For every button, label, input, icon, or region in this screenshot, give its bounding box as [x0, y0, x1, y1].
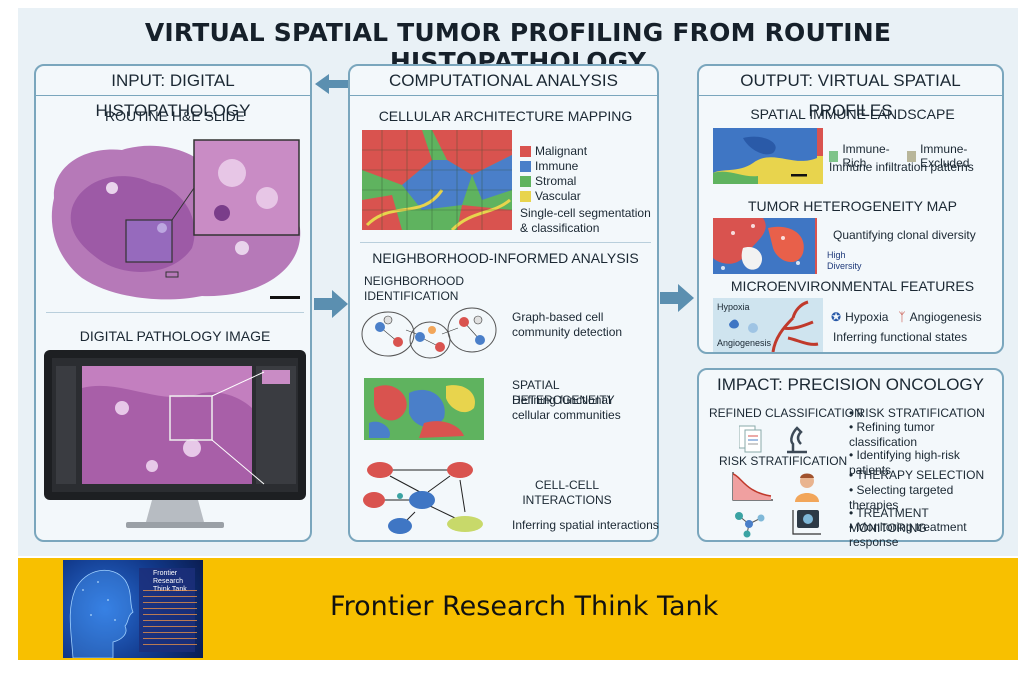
impact-bullet-2: • Refining tumor classification — [849, 420, 935, 449]
input-panel: INPUT: DIGITAL HISTOPATHOLOGY ROUTINE H&… — [34, 64, 312, 542]
logo-decoration — [143, 590, 197, 646]
interactions-text: Inferring spatial interactions — [512, 518, 659, 532]
page-title: VIRTUAL SPATIAL TUMOR PROFILING FROM ROU… — [144, 18, 892, 76]
infographic-canvas: VIRTUAL SPATIAL TUMOR PROFILING FROM ROU… — [18, 8, 1018, 556]
arrow-right-2 — [660, 284, 694, 312]
slide-label: ROUTINE H&E SLIDE — [104, 108, 246, 124]
heterogeneity-heatmap-image — [713, 218, 817, 274]
immune-title: SPATIAL IMMUNE LANDSCAPE — [750, 106, 955, 122]
legend-vascular: Vascular — [520, 189, 581, 203]
impact-panel: IMPACT: PRECISION ONCOLOGY REFINED CLASS… — [697, 368, 1004, 549]
image-label: DIGITAL PATHOLOGY IMAGE — [79, 328, 271, 344]
legend-angiogenesis: Angiogenesis — [909, 310, 982, 324]
impact-panel-header: IMPACT: PRECISION ONCOLOGY — [716, 375, 984, 394]
patient-icon — [795, 473, 819, 502]
legend-malignant: Malignant — [520, 144, 587, 158]
impact-bullet-5: • Selecting targeted therapies — [849, 483, 954, 512]
legend-immune: Immune — [520, 159, 578, 173]
microenvironment-image — [713, 298, 823, 352]
cell-map-image — [362, 130, 512, 230]
logo-title: Frontier Research Think Tank — [153, 570, 187, 593]
infiltration-text: Immune infiltration patterns — [829, 160, 974, 174]
hypoxia-image-label: Hypoxia — [717, 302, 750, 312]
tumor-heterogeneity-title: TUMOR HETEROGENEITY MAP — [748, 198, 957, 214]
legend-stromal: Stromal — [520, 174, 576, 188]
segmentation-text: Single-cell segmentation & classificatio… — [520, 206, 651, 235]
graph-communities-image — [361, 307, 497, 359]
impact-bullet-7: • Monitoring treatment response — [849, 520, 967, 549]
monitoring-icon — [792, 510, 821, 535]
impact-bullet-3: • Identifying high-risk patients — [849, 448, 960, 477]
neighborhood-title: NEIGHBORHOOD-INFORMED ANALYSIS — [372, 250, 639, 266]
output-panel-header: OUTPUT: VIRTUAL SPATIAL PROFILES — [699, 66, 1002, 120]
angiogenesis-image-label: Angiogenesis — [717, 338, 772, 348]
mapping-title: CELLULAR ARCHITECTURE MAPPING — [378, 108, 633, 124]
think-tank-logo: Frontier Research Think Tank — [63, 560, 203, 658]
micro-title: MICROENVIRONMENTAL FEATURES — [730, 278, 975, 294]
analysis-panel-header: COMPUTATIONAL ANALYSIS — [350, 66, 657, 96]
heterogeneity-text: Defining functional cellular communities — [512, 393, 621, 422]
survival-curve-icon — [732, 472, 773, 501]
document-microscope-icon — [739, 425, 807, 454]
interactions-title: CELL-CELL INTERACTIONS — [522, 478, 612, 507]
hypoxia-icon: ✪ — [831, 310, 842, 324]
molecule-icon — [735, 512, 765, 538]
neighborhood-id-label: NEIGHBORHOOD IDENTIFICATION — [364, 274, 465, 303]
refined-classification-label: REFINED CLASSIFICATION — [709, 406, 863, 420]
high-diversity-label: High Diversity — [827, 250, 862, 271]
arrow-right-1 — [314, 290, 348, 318]
arrow-left — [315, 74, 349, 94]
footer-title: Frontier Research Think Tank — [330, 591, 719, 622]
heterogeneity-title: SPATIAL HETEROGENEITY — [512, 378, 615, 407]
input-panel-header: INPUT: DIGITAL HISTOPATHOLOGY — [36, 66, 310, 120]
cell-interactions-image — [363, 462, 483, 534]
legend-immune-excluded: Immune-Excluded — [920, 142, 970, 170]
functional-text: Inferring functional states — [833, 330, 968, 344]
footer-banner: Frontier Research Think Tank Frontier Re… — [18, 558, 1018, 660]
heterogeneity-map-image — [364, 378, 484, 440]
risk-stratification-label: RISK STRATIFICATION — [719, 454, 848, 468]
impact-bullet-1: • RISK STRATIFICATION — [849, 406, 985, 420]
output-panel: OUTPUT: VIRTUAL SPATIAL PROFILES SPATIAL… — [697, 64, 1004, 354]
clonal-text: Quantifying clonal diversity — [833, 228, 976, 242]
graph-text: Graph-based cell community detection — [512, 310, 623, 339]
analysis-panel: COMPUTATIONAL ANALYSIS CELLULAR ARCHITEC… — [348, 64, 659, 542]
impact-bullet-4: • THERAPY SELECTION — [849, 468, 985, 482]
he-slide-image — [51, 139, 301, 300]
monitor-image — [44, 350, 306, 528]
impact-bullet-6: • TREATMENT MONITORING — [849, 506, 929, 535]
angiogenesis-icon: ᛉ — [898, 310, 906, 324]
immune-landscape-image — [713, 128, 823, 184]
